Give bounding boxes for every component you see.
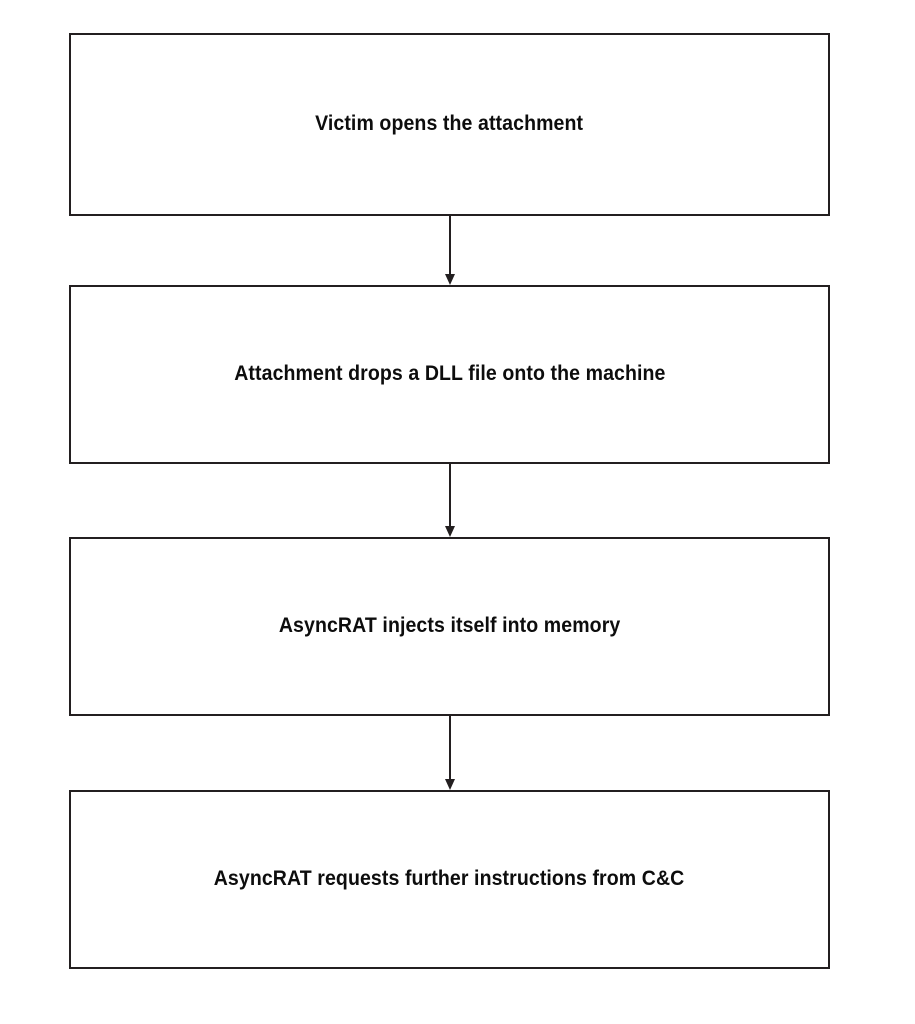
flowchart-node-label: AsyncRAT injects itself into memory bbox=[278, 614, 621, 638]
arrowhead-down-icon bbox=[445, 274, 455, 285]
flowchart-arrow-2-to-3 bbox=[444, 464, 456, 539]
flowchart-node-step-3[interactable]: AsyncRAT injects itself into memory bbox=[69, 537, 830, 716]
arrowhead-down-icon bbox=[445, 526, 455, 537]
flowchart-node-label: Attachment drops a DLL file onto the mac… bbox=[233, 362, 666, 386]
flowchart-node-label: AsyncRAT requests further instructions f… bbox=[214, 867, 685, 891]
arrowhead-down-icon bbox=[445, 779, 455, 790]
arrow-shaft bbox=[449, 216, 451, 278]
arrow-shaft bbox=[449, 716, 451, 782]
flowchart-node-step-1[interactable]: Victim opens the attachment bbox=[69, 33, 830, 216]
flowchart-node-step-4[interactable]: AsyncRAT requests further instructions f… bbox=[69, 790, 830, 969]
flowchart-arrow-1-to-2 bbox=[444, 216, 456, 287]
flowchart-node-label: Victim opens the attachment bbox=[315, 112, 584, 136]
flowchart-node-step-2[interactable]: Attachment drops a DLL file onto the mac… bbox=[69, 285, 830, 464]
arrow-shaft bbox=[449, 464, 451, 529]
flowchart-arrow-3-to-4 bbox=[444, 716, 456, 792]
